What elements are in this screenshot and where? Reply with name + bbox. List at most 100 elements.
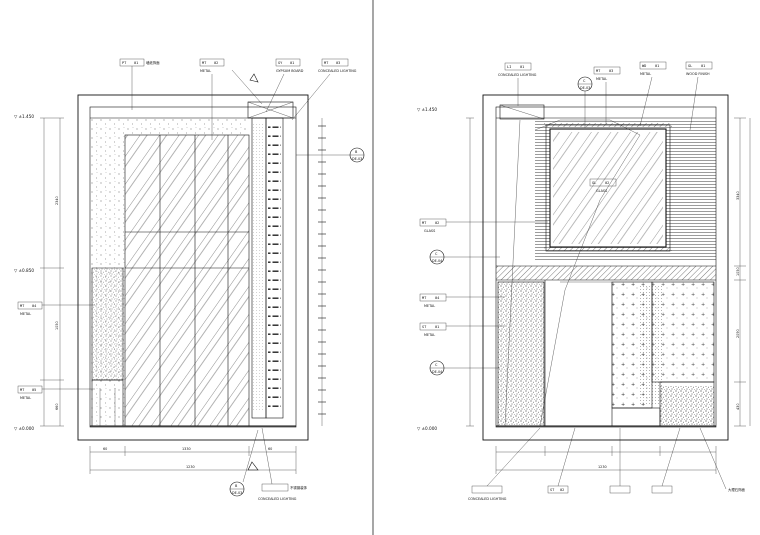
svg-text:01: 01 bbox=[520, 65, 524, 69]
left-callout-tag-2: MT 02 METAL bbox=[199, 58, 225, 140]
right-dim-v-1: 3340 bbox=[736, 191, 740, 200]
left-callout-bottom: 不锈钢装饰 CONCEALED LIGHTING bbox=[258, 427, 308, 501]
svg-text:C: C bbox=[435, 252, 438, 256]
svg-text:DE-03: DE-03 bbox=[352, 157, 362, 161]
right-callout-bottom-4 bbox=[651, 427, 681, 494]
left-callout-text-1: 墙纸饰面 bbox=[146, 60, 160, 65]
svg-text:DE-04: DE-04 bbox=[432, 259, 442, 263]
svg-text:MT: MT bbox=[20, 388, 25, 392]
left-dim-v-2: 1050 bbox=[55, 321, 59, 330]
svg-text:C: C bbox=[435, 363, 438, 367]
left-level-mid: ▽ ±0.850 bbox=[14, 268, 34, 273]
svg-text:DE-03: DE-03 bbox=[580, 86, 590, 90]
svg-text:DE-03: DE-03 bbox=[232, 491, 242, 495]
svg-text:01: 01 bbox=[701, 64, 705, 68]
svg-text:03: 03 bbox=[609, 69, 613, 73]
right-level-top: ▽ ±1.450 bbox=[417, 107, 437, 112]
svg-text:01: 01 bbox=[435, 325, 439, 329]
svg-text:02: 02 bbox=[605, 181, 609, 185]
right-elevation: 3340 1050 2090 430 ▽ ±1.450 ▽ ±0.000 123… bbox=[417, 61, 751, 501]
svg-text:LI: LI bbox=[507, 65, 511, 69]
right-dim-h-total: 1230 bbox=[598, 465, 607, 469]
svg-text:METAL: METAL bbox=[596, 77, 607, 81]
left-dim-h-1: 60 bbox=[103, 447, 107, 451]
left-callout-tag-4: MT 03 CONCEALED LIGHTING bbox=[291, 58, 357, 121]
left-inner-outline bbox=[89, 106, 297, 428]
right-level-floor: ▽ ±0.000 bbox=[417, 426, 437, 431]
svg-text:MT: MT bbox=[596, 69, 601, 73]
svg-text:01: 01 bbox=[134, 61, 138, 65]
svg-text:METAL: METAL bbox=[20, 396, 31, 400]
svg-text:不锈钢装饰: 不锈钢装饰 bbox=[290, 485, 308, 490]
svg-text:MT: MT bbox=[20, 304, 25, 308]
left-dim-h-2: 1330 bbox=[182, 447, 191, 451]
svg-text:ST: ST bbox=[422, 325, 427, 329]
svg-text:02: 02 bbox=[435, 221, 439, 225]
svg-text:B: B bbox=[355, 150, 358, 154]
svg-text:C: C bbox=[583, 79, 586, 83]
svg-text:02: 02 bbox=[560, 488, 564, 492]
left-section-mark-right: B DE-03 bbox=[296, 147, 365, 163]
svg-text:02: 02 bbox=[214, 61, 218, 65]
svg-text:ST: ST bbox=[550, 488, 555, 492]
svg-text:WOOD FINISH: WOOD FINISH bbox=[686, 72, 710, 76]
left-elevation: 2340 1050 660 ▽ ±1.450 ▽ ±0.850 ▽ ±0.000… bbox=[14, 58, 365, 501]
right-callout-left-3: ST 01 METAL bbox=[419, 322, 505, 337]
svg-text:METAL: METAL bbox=[424, 333, 435, 337]
right-callout-left-2: MT 04 METAL bbox=[419, 293, 505, 308]
svg-text:METAL: METAL bbox=[640, 72, 651, 76]
right-dim-v-3: 2090 bbox=[736, 329, 740, 338]
left-section-arrow-top bbox=[231, 69, 263, 105]
right-wall-outline bbox=[482, 94, 729, 441]
left-ruler-ticks bbox=[318, 118, 326, 426]
right-section-mark-left-1: C DE-04 bbox=[429, 249, 500, 265]
left-section-mark-bottom: B DE-03 bbox=[229, 429, 259, 497]
svg-text:GY: GY bbox=[278, 61, 283, 65]
svg-text:METAL: METAL bbox=[200, 69, 211, 73]
right-callout-bottom-2: ST 02 bbox=[547, 427, 576, 494]
left-level-top: ▽ ±1.450 bbox=[14, 114, 34, 119]
svg-text:GLASS: GLASS bbox=[596, 189, 607, 193]
svg-text:04: 04 bbox=[32, 304, 36, 308]
svg-text:04: 04 bbox=[435, 296, 439, 300]
svg-text:WD: WD bbox=[642, 64, 646, 68]
svg-text:MT: MT bbox=[202, 61, 207, 65]
svg-text:01: 01 bbox=[655, 64, 659, 68]
svg-text:CONCEALED LIGHTING: CONCEALED LIGHTING bbox=[468, 497, 507, 501]
svg-text:GLASS: GLASS bbox=[424, 229, 435, 233]
right-callout-top-3: WD 01 METAL bbox=[639, 61, 667, 127]
right-stone-panel bbox=[498, 282, 544, 426]
left-ladder-strip bbox=[268, 122, 281, 412]
left-dim-v-3: 660 bbox=[55, 404, 59, 410]
left-callout-tag-1: PT 01 墙纸饰面 bbox=[119, 58, 160, 110]
right-callout-top-4: GL 01 WOOD FINISH bbox=[685, 61, 713, 131]
svg-text:05: 05 bbox=[32, 388, 36, 392]
svg-text:01: 01 bbox=[290, 61, 294, 65]
right-dim-v-4: 430 bbox=[736, 404, 740, 410]
svg-text:GL: GL bbox=[688, 64, 692, 68]
left-callout-side-2: MT 05 METAL bbox=[17, 385, 95, 400]
svg-text:DE-04: DE-04 bbox=[432, 370, 442, 374]
right-callout-top-1: LI 01 CONCEALED LIGHTING bbox=[498, 62, 537, 106]
svg-text:CONCEALED LIGHTING: CONCEALED LIGHTING bbox=[498, 73, 537, 77]
svg-text:GYPSUM BOARD: GYPSUM BOARD bbox=[276, 69, 304, 73]
left-dim-v-1: 2340 bbox=[55, 196, 59, 205]
svg-text:PT: PT bbox=[122, 61, 127, 65]
svg-text:大理石饰面: 大理石饰面 bbox=[728, 487, 746, 492]
svg-text:MT: MT bbox=[422, 296, 427, 300]
right-callout-top-2: MT 03 METAL bbox=[593, 66, 621, 124]
left-callout-tag-3: GY 01 GYPSUM BOARD bbox=[265, 58, 304, 113]
svg-text:METAL: METAL bbox=[424, 304, 435, 308]
right-section-mark-left-2: C DE-04 bbox=[429, 360, 500, 376]
svg-text:CONCEALED LIGHTING: CONCEALED LIGHTING bbox=[258, 497, 297, 501]
right-callout-bottom-1: CONCEALED LIGHTING bbox=[468, 427, 541, 501]
right-callout-mirror: GL 02 GLASS bbox=[589, 178, 617, 193]
left-dim-h-3: 60 bbox=[268, 447, 272, 451]
right-callout-left-1: MT 02 GLASS bbox=[419, 218, 548, 233]
right-callout-bottom-3 bbox=[609, 428, 631, 494]
svg-text:MT: MT bbox=[422, 221, 427, 225]
svg-text:CONCEALED LIGHTING: CONCEALED LIGHTING bbox=[318, 69, 357, 73]
right-dim-v-2: 1050 bbox=[736, 267, 740, 276]
left-callout-side-1: MT 04 METAL bbox=[17, 301, 95, 316]
